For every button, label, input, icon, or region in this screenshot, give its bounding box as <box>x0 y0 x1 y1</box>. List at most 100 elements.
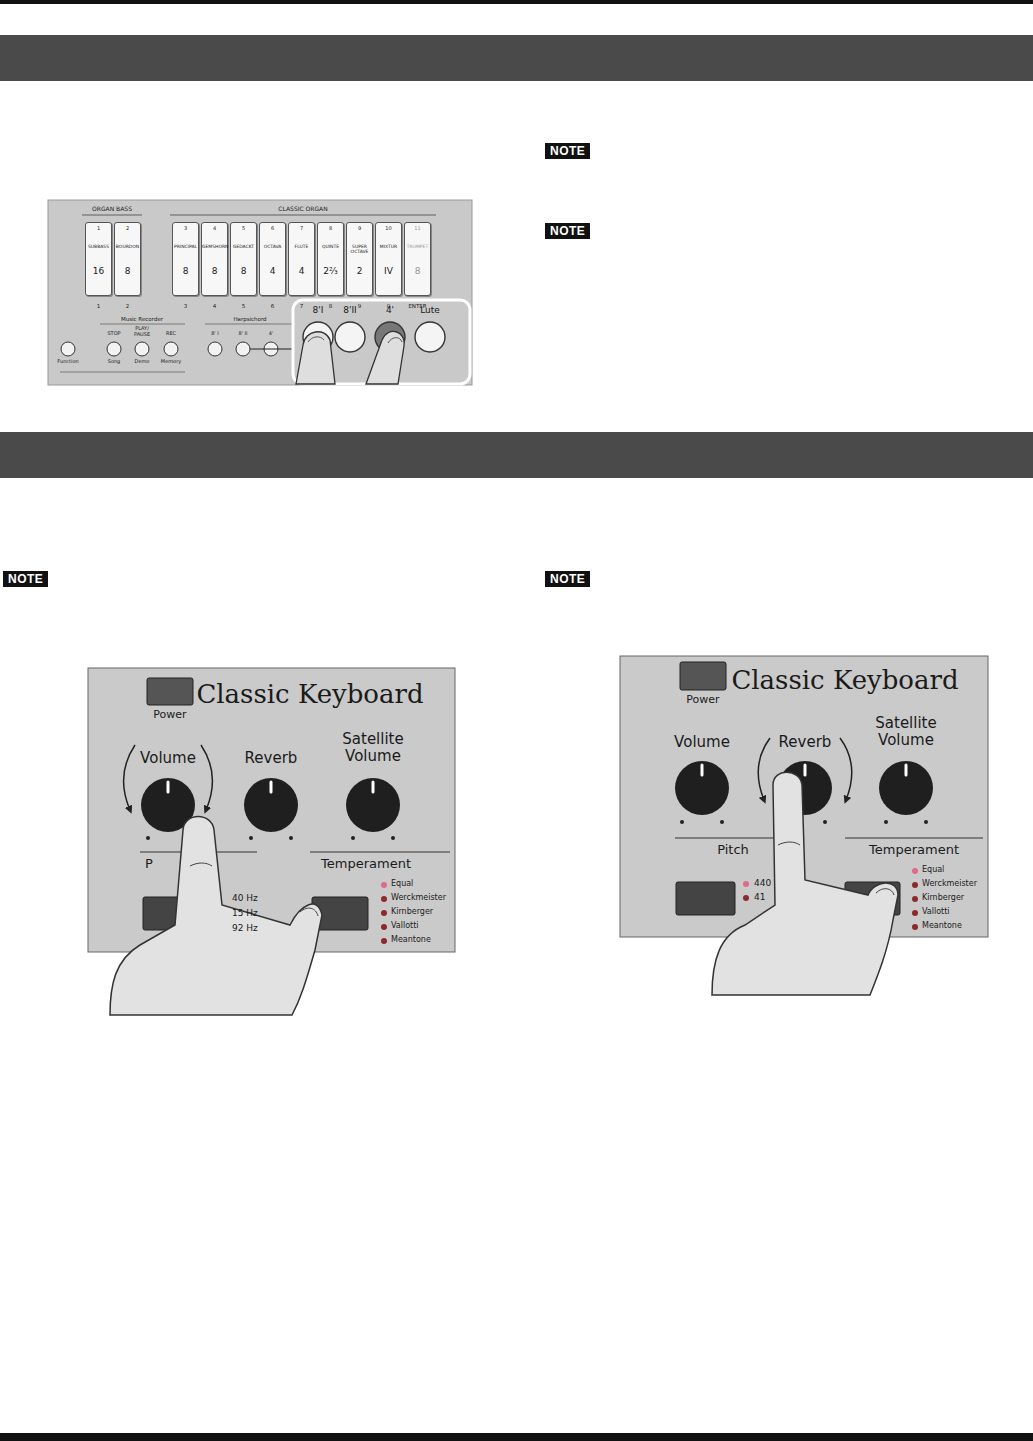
illustration-part <box>244 778 298 832</box>
illustration-part <box>135 342 149 356</box>
panel-label: Temperament <box>869 843 959 857</box>
stop-tab: 5GEDACKT8 <box>230 222 257 296</box>
note-badge: NOTE <box>545 571 590 587</box>
illustration-part <box>804 765 807 775</box>
stop-name: GEMSHORN <box>202 245 227 250</box>
illustration-part <box>702 765 906 775</box>
illustration-part <box>381 896 387 902</box>
panel-label: 8'I <box>313 306 324 316</box>
illustration-part <box>168 782 373 792</box>
panel-label: Reverb <box>245 750 298 767</box>
illustration-part <box>905 765 908 775</box>
stop-number: 6 <box>260 226 285 231</box>
stop-number: 2⅔ <box>318 267 343 276</box>
stop-name: BOURDON <box>115 245 140 250</box>
illustration-part <box>124 745 135 810</box>
panel-label: Temperament <box>321 857 411 871</box>
panel-label: 7 <box>300 303 304 309</box>
illustration-part <box>293 300 470 384</box>
illustration-part <box>680 662 726 690</box>
illustration-part <box>366 331 404 384</box>
note-text: NOTE <box>550 572 585 586</box>
illustration-part <box>0 432 1033 478</box>
panel-label: 1 <box>97 303 101 309</box>
panel-label: 4' <box>269 331 274 337</box>
illustration-part <box>351 836 355 840</box>
illustration-part <box>61 342 75 356</box>
illustration-part <box>296 332 335 384</box>
panel-label: 40 Hz <box>232 894 258 904</box>
stop-number: 10 <box>376 226 401 231</box>
panel-label: 41 <box>754 893 765 903</box>
illustration-part <box>388 338 402 343</box>
illustration-part <box>712 772 898 995</box>
stop-name: PRINCIPAL <box>173 245 198 250</box>
illustration-part <box>381 882 387 888</box>
panel-label: Meantone <box>391 936 431 945</box>
note-text: NOTE <box>550 224 585 238</box>
panel-label: 9 <box>358 303 362 309</box>
stop-name: FLUTE <box>289 245 314 250</box>
illustration-part <box>164 342 178 356</box>
illustration-part <box>675 761 729 815</box>
stop-number: 4 <box>289 267 314 276</box>
panel-label: 440 <box>754 879 771 889</box>
panel-label: 2 <box>126 303 130 309</box>
panel-label: 92 Hz <box>232 924 258 934</box>
stop-tab: 8QUINTE2⅔ <box>317 222 344 296</box>
stop-name: MIXTUR <box>376 245 401 250</box>
illustration-part <box>912 896 918 902</box>
stop-number: 9 <box>347 226 372 231</box>
illustration-part <box>924 820 928 824</box>
illustration-part <box>201 745 212 810</box>
panel-label: 8' I <box>211 331 219 337</box>
illustration-part <box>236 342 250 356</box>
stop-number: 4 <box>260 267 285 276</box>
illustration-part <box>876 889 894 895</box>
stop-name: GEDACKT <box>231 245 256 250</box>
stop-tab: 6OCTAVA4 <box>259 222 286 296</box>
illustration-part <box>208 342 222 356</box>
illustration-part <box>289 836 293 840</box>
illustration-part <box>100 324 185 325</box>
panel-label: Equal <box>922 866 944 875</box>
illustration-part <box>912 882 918 888</box>
panel-label: Kirnberger <box>922 894 964 903</box>
panel-label: 15 Hz <box>232 909 258 919</box>
note-text: NOTE <box>8 572 43 586</box>
illustration-part <box>300 908 318 916</box>
panel-label: CLASSIC ORGAN <box>278 206 327 213</box>
panel-label: Meantone <box>922 922 962 931</box>
illustration-part <box>912 868 918 874</box>
panel-label: 4' <box>386 306 394 316</box>
illustration-part <box>845 838 983 839</box>
illustration-part <box>335 322 365 352</box>
panel-label: REC <box>166 331 176 337</box>
panel-label: Satellite Volume <box>326 731 421 764</box>
panel-label: Werckmeister <box>922 880 977 889</box>
stop-number: 16 <box>86 267 111 276</box>
panel-label: Memory <box>161 359 181 365</box>
illustration-part <box>190 863 212 866</box>
note-badge: NOTE <box>545 143 590 159</box>
illustration-part <box>346 778 400 832</box>
panel-label: 8' II <box>238 331 247 337</box>
illustration-part <box>758 738 770 800</box>
panel-label: 5 <box>242 303 246 309</box>
illustration-part <box>0 35 1033 81</box>
panel-label: Lute <box>420 306 440 316</box>
illustration-part <box>879 761 933 815</box>
illustration-part <box>676 882 735 915</box>
stop-number: 5 <box>231 226 256 231</box>
stop-number: 2 <box>115 226 140 231</box>
illustration-part <box>381 882 387 944</box>
stop-number: 1 <box>86 226 111 231</box>
illustration-part <box>147 678 193 705</box>
panel-label: Kirnberger <box>391 908 433 917</box>
illustration-part <box>884 820 888 824</box>
illustration-part <box>48 200 472 385</box>
panel-label: 4 <box>213 303 217 309</box>
panel-label: P <box>145 857 153 871</box>
illustration-part <box>778 842 800 845</box>
note-text: NOTE <box>550 144 585 158</box>
